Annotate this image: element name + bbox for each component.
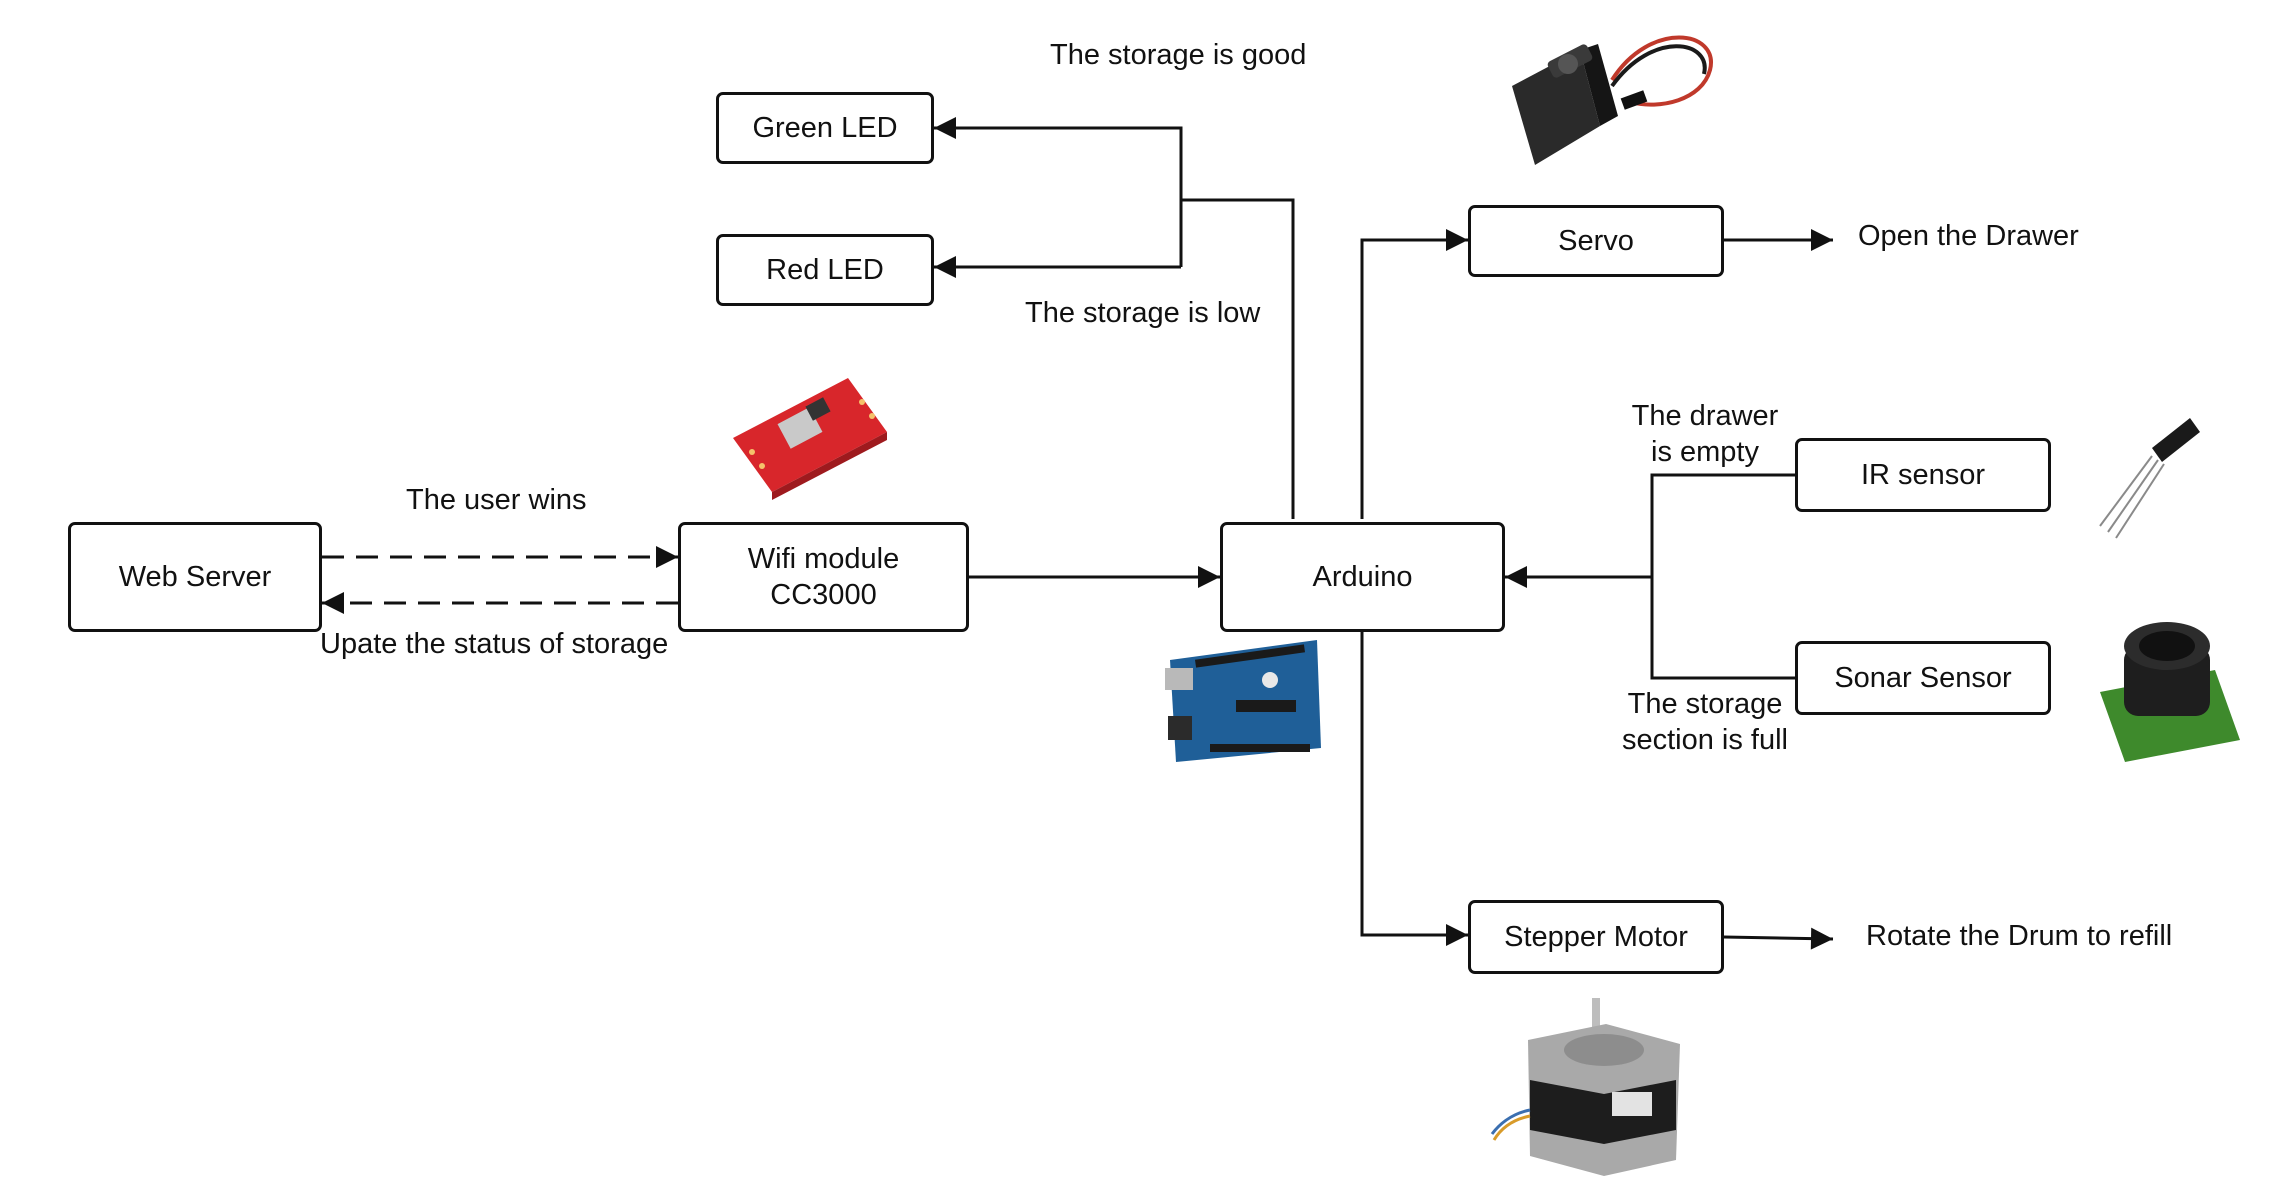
label-storage-full-line1: The storage [1627, 688, 1783, 720]
stepper-motor-label: Stepper Motor [1504, 921, 1688, 953]
label-rotate-drum: Rotate the Drum to refill [1866, 920, 2173, 952]
web-server-label: Web Server [118, 561, 272, 593]
label-storage-good: The storage is good [1050, 39, 1307, 71]
red-led-label: Red LED [766, 254, 884, 286]
green-led-box: Green LED [716, 92, 934, 164]
arduino-box: Arduino [1220, 522, 1505, 632]
arduino-label: Arduino [1312, 561, 1413, 593]
wifi-module-photo [733, 378, 887, 500]
red-led-box: Red LED [716, 234, 934, 306]
label-storage-full-line2: section is full [1621, 724, 1788, 756]
web-server-box: Web Server [68, 522, 322, 632]
connector-arduino-to-led-split [1179, 198, 1295, 519]
servo-photo [1512, 35, 1713, 165]
connector-to-green-led [934, 117, 1183, 200]
green-led-label: Green LED [752, 112, 898, 144]
label-drawer-empty-line1: The drawer [1631, 400, 1779, 432]
label-user-wins: The user wins [406, 484, 587, 516]
stepper-motor-box: Stepper Motor [1468, 900, 1724, 974]
sonar-sensor-box: Sonar Sensor [1795, 641, 2051, 715]
ir-sensor-photo [2099, 418, 2200, 539]
label-update-status: Upate the status of storage [320, 628, 669, 660]
ir-sensor-label: IR sensor [1860, 459, 1986, 491]
stepper-motor-photo [1490, 998, 1680, 1176]
connector-ir-sensor-bus [1650, 473, 1795, 680]
label-drawer-empty: The drawer is empty [1605, 398, 1805, 470]
ir-sensor-box: IR sensor [1795, 438, 2051, 512]
wifi-module-label: Wifi module [747, 543, 900, 575]
wifi-module-box: Wifi module CC3000 [678, 522, 969, 632]
arduino-board-photo [1165, 640, 1321, 762]
connector-stepper-to-rotate-drum [1723, 927, 1834, 950]
label-drawer-empty-line2: is empty [1651, 436, 1759, 468]
connector-arduino-to-stepper [1360, 630, 1468, 946]
label-storage-low: The storage is low [1025, 297, 1261, 329]
sonar-sensor-label: Sonar Sensor [1834, 662, 2012, 694]
connector-arduino-to-servo [1360, 229, 1468, 519]
label-open-drawer: Open the Drawer [1858, 220, 2079, 252]
servo-label: Servo [1558, 225, 1634, 257]
sonar-sensor-photo [2100, 622, 2240, 762]
servo-box: Servo [1468, 205, 1724, 277]
label-storage-full: The storage section is full [1595, 686, 1815, 758]
wifi-module-model: CC3000 [770, 579, 877, 611]
